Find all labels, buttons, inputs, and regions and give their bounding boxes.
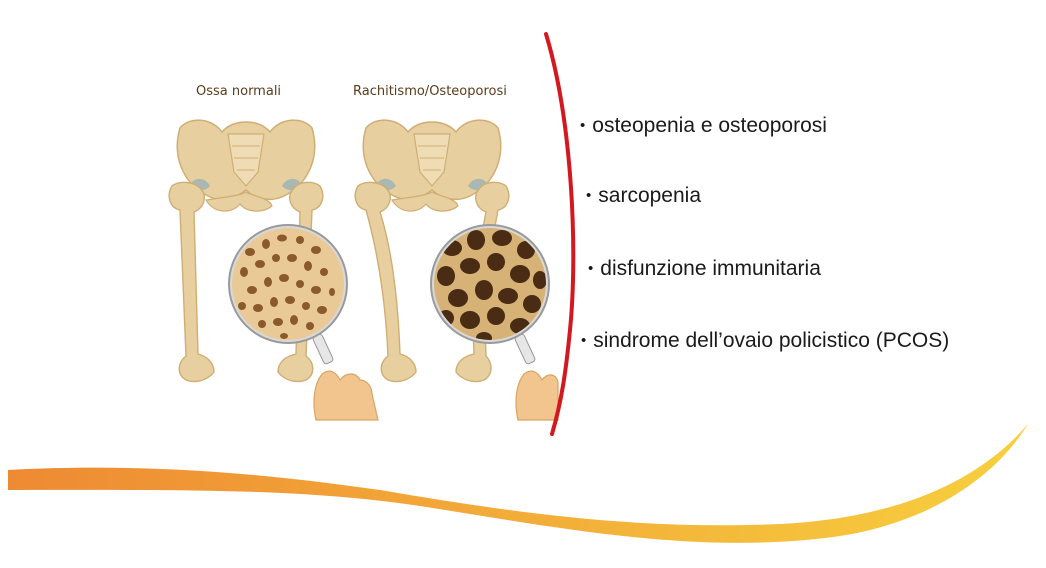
bone-pores-disease (437, 230, 546, 340)
divider-line (544, 32, 576, 436)
trabecular-bone-normal (232, 228, 344, 340)
bullet-icon: • (588, 260, 594, 277)
bullet-item: •osteopenia e osteoporosi (580, 114, 827, 137)
bullet-item: •sarcopenia (586, 184, 701, 207)
bullet-icon: • (586, 187, 592, 204)
hand-disease (515, 370, 559, 421)
label-normal-bones: Ossa normali (196, 84, 282, 99)
bullet-icon: • (581, 332, 587, 349)
magnifier-normal (228, 224, 379, 421)
bullet-icon: • (580, 117, 586, 134)
bone-pores-normal (238, 234, 335, 339)
magnifier-disease (430, 224, 559, 421)
bullet-item: •disfunzione immunitaria (588, 257, 821, 280)
wave-banner (8, 424, 1028, 543)
label-disease-bones: Rachitismo/Osteoporosi (353, 84, 507, 99)
bullet-item: •sindrome dell’ovaio policistico (PCOS) (581, 329, 950, 352)
hand-normal (313, 370, 379, 421)
